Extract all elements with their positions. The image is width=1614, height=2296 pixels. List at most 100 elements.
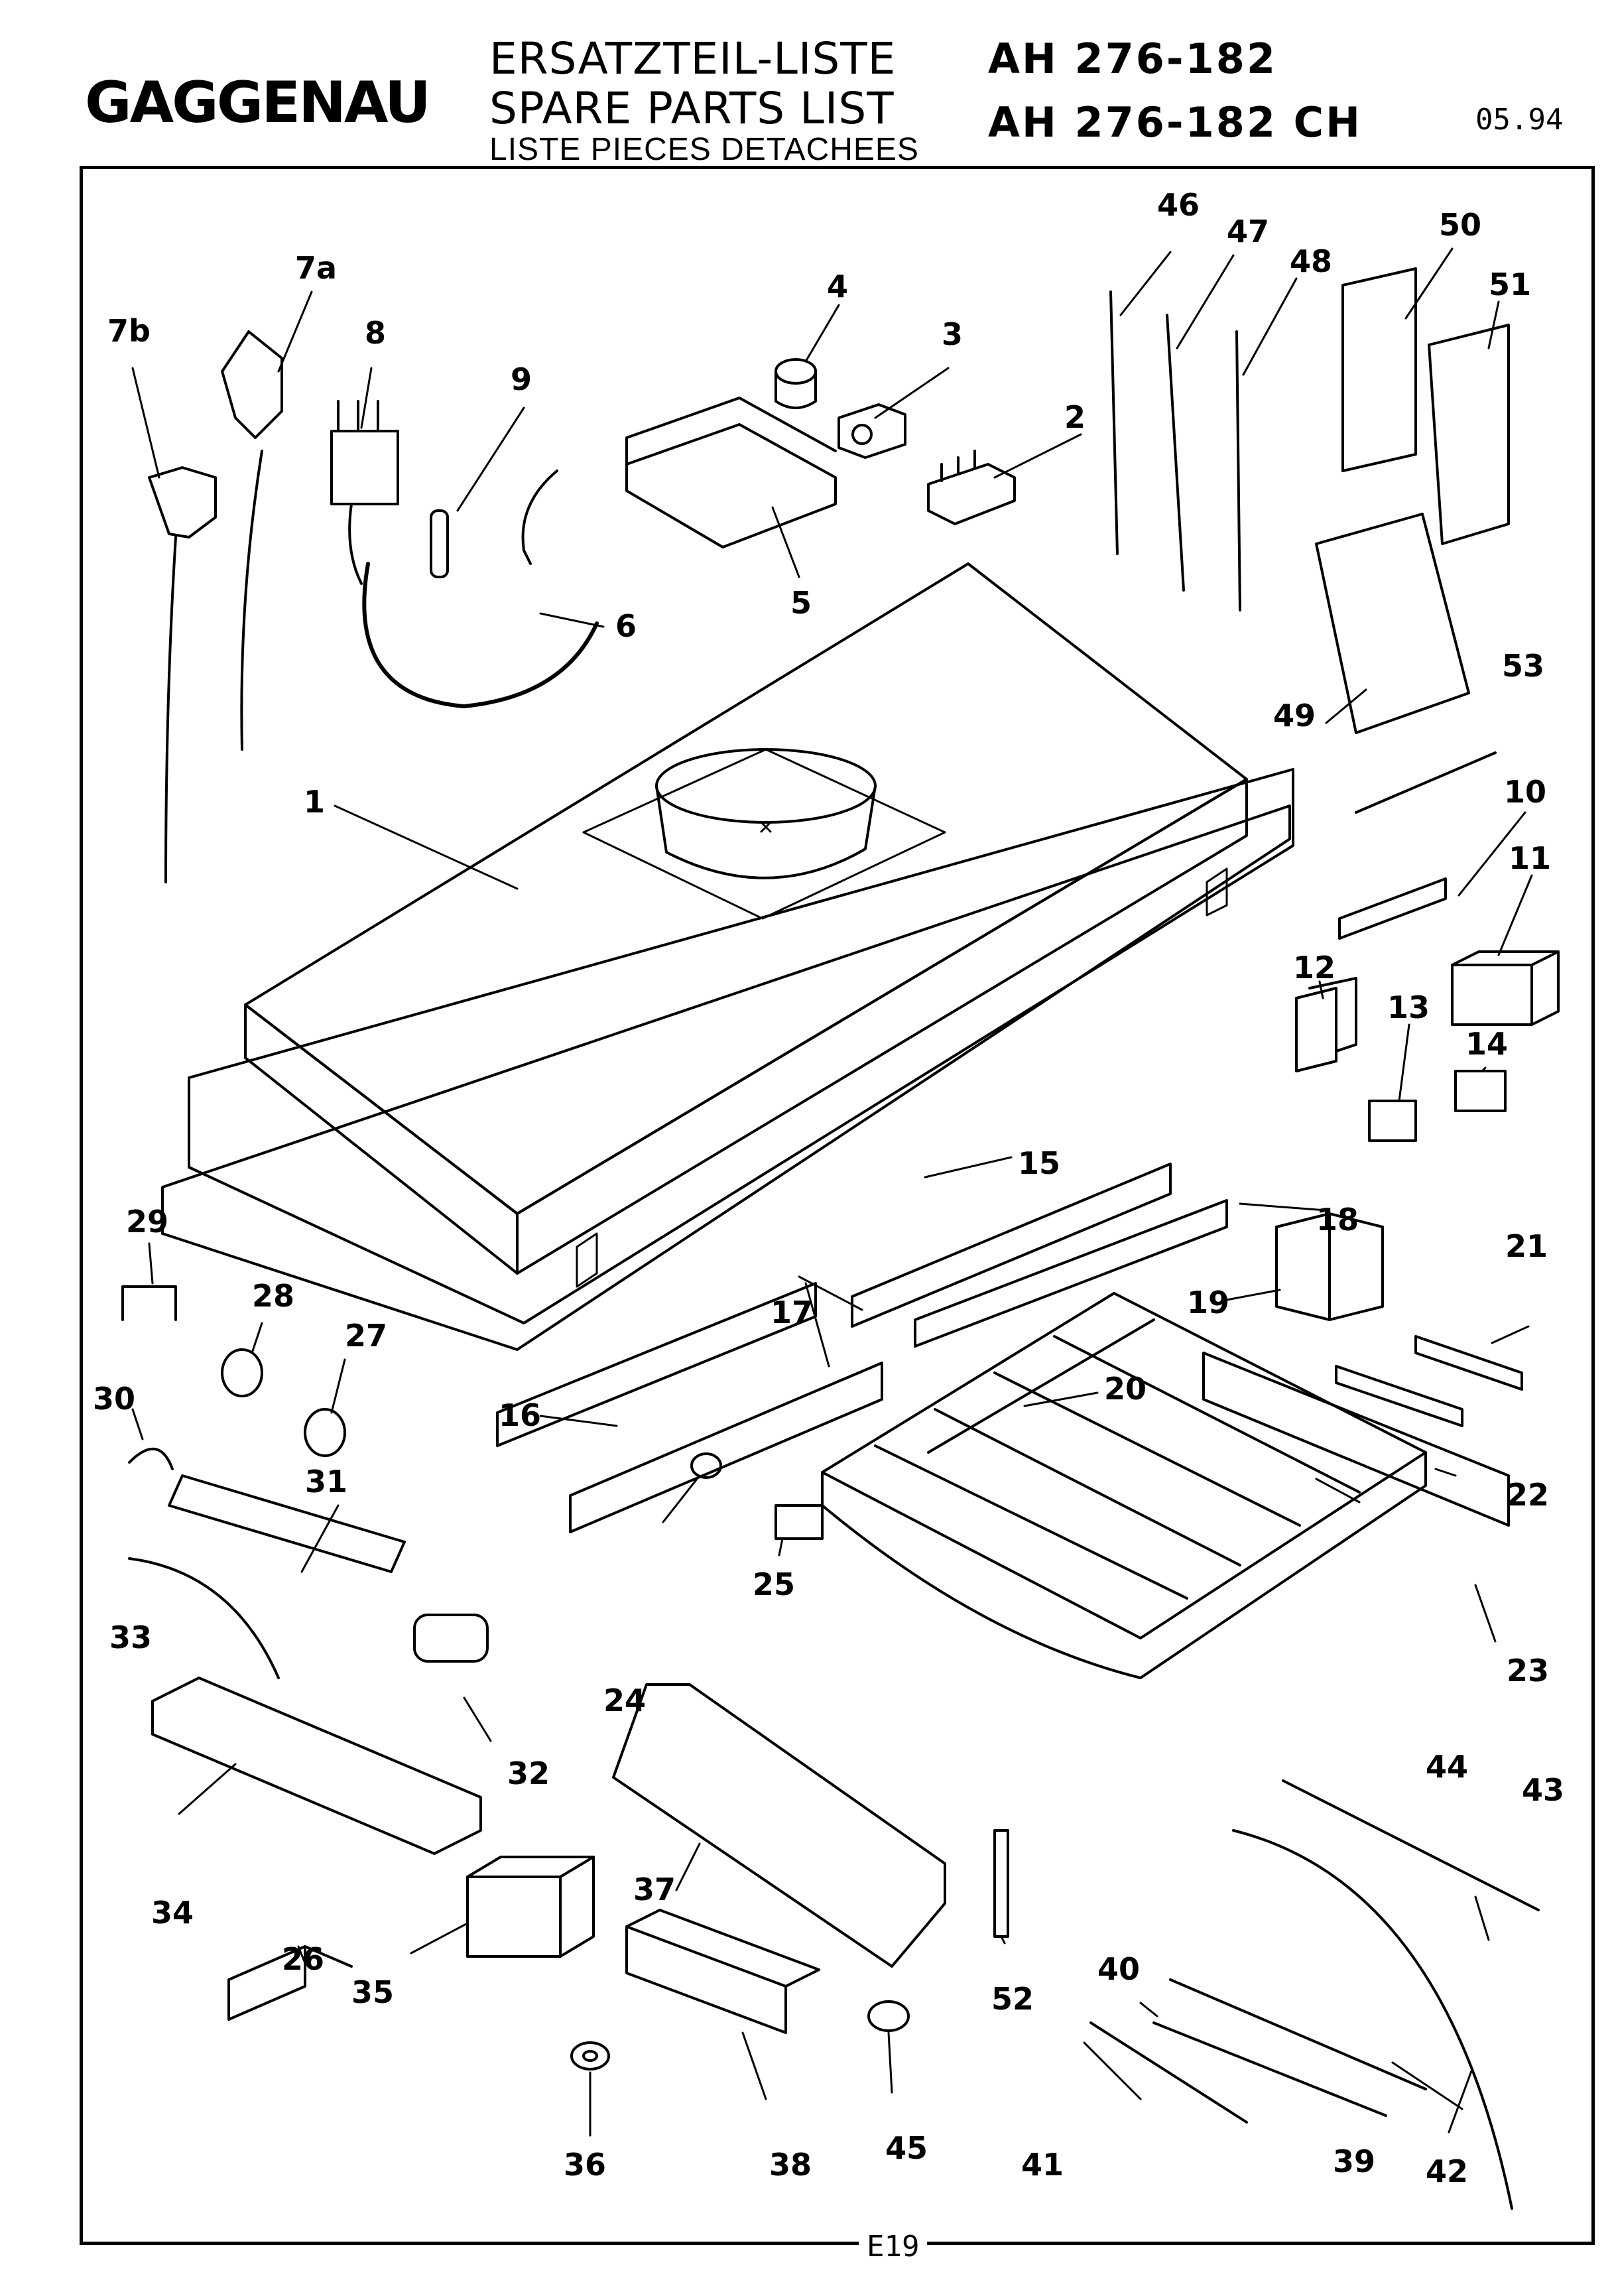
tube-socket-drawing (413, 1614, 489, 1663)
washer-drawing (570, 2041, 610, 2071)
light-tray-drawing (151, 1677, 482, 1855)
spring-clip-drawing (1355, 751, 1497, 814)
junction-box-drawing (625, 397, 837, 548)
label-part-29: 29 (126, 1204, 168, 1240)
label-part-45: 45 (885, 2130, 928, 2166)
cable-set-drawing (1089, 1779, 1540, 2210)
plug-eu-drawing (221, 330, 283, 751)
label-part-36: 36 (564, 2147, 606, 2183)
clip-drawing (121, 1285, 177, 1470)
cable-clamp-drawing (838, 403, 906, 459)
label-part-13: 13 (1387, 989, 1430, 1025)
mounting-plate-drawing (1202, 1352, 1510, 1527)
label-part-7b: 7b (107, 313, 151, 349)
wire-drawing (927, 1318, 1155, 1454)
label-part-31: 31 (305, 1464, 347, 1499)
label-part-6: 6 (615, 608, 637, 644)
label-part-43: 43 (1522, 1772, 1564, 1808)
label-part-23: 23 (1507, 1653, 1549, 1689)
label-part-5: 5 (790, 585, 812, 621)
label-part-35: 35 (351, 1974, 394, 2010)
revision-date: 05.94 (1475, 103, 1564, 137)
label-part-7a: 7a (295, 250, 337, 286)
label-part-26: 26 (282, 1941, 324, 1977)
seal-drawing (128, 1557, 280, 1679)
label-part-48: 48 (1290, 243, 1332, 279)
title-german: ERSATZTEIL-LISTE (489, 33, 897, 84)
label-part-49: 49 (1273, 698, 1316, 733)
holder-drawing (227, 1945, 353, 2021)
bracket-drawing (1338, 877, 1447, 940)
cover-drawing (1295, 977, 1357, 1072)
label-part-27: 27 (345, 1318, 387, 1354)
label-part-21: 21 (1505, 1228, 1548, 1264)
terminal-strip-drawing (1335, 1335, 1523, 1427)
label-part-19: 19 (1187, 1285, 1229, 1320)
lamp-socket-drawing (221, 1348, 346, 1457)
terminal-block-drawing (927, 450, 1016, 525)
frame-rail-drawing (914, 1199, 1228, 1348)
grease-filter-drawing (821, 1292, 1427, 1679)
label-part-25: 25 (753, 1566, 795, 1602)
microswitch-drawing (775, 1504, 824, 1540)
label-part-46: 46 (1157, 187, 1200, 223)
connector-drawing (330, 400, 399, 585)
label-part-34: 34 (151, 1895, 194, 1931)
label-part-12: 12 (1293, 950, 1335, 986)
label-part-44: 44 (1426, 1749, 1468, 1785)
label-part-11: 11 (1509, 840, 1551, 876)
label-part-3: 3 (942, 316, 963, 352)
transformer-drawing (1451, 950, 1560, 1026)
rail-drawing (496, 1282, 883, 1533)
label-part-24: 24 (603, 1683, 646, 1718)
label-part-50: 50 (1439, 207, 1481, 243)
cap-drawing (867, 2000, 910, 2032)
strain-relief-drawing (775, 358, 817, 409)
label-part-16: 16 (499, 1397, 541, 1433)
label-part-41: 41 (1021, 2147, 1064, 2183)
label-part-9: 9 (511, 361, 532, 397)
capacitor-drawing (1275, 1212, 1384, 1321)
sleeve-drawing (430, 509, 449, 578)
part-labels: 1 2 3 4 5 6 7a 7b 8 9 10 11 12 13 14 15 … (93, 187, 1564, 2189)
filter-cover-drawing (612, 1683, 946, 1968)
label-part-53: 53 (1502, 648, 1544, 684)
label-part-10: 10 (1504, 774, 1546, 810)
connection-cable-drawing (362, 470, 599, 708)
label-part-40: 40 (1097, 1951, 1140, 1987)
label-part-4: 4 (827, 269, 848, 304)
label-part-17: 17 (771, 1295, 813, 1330)
label-part-51: 51 (1489, 267, 1531, 302)
label-part-15: 15 (1018, 1145, 1060, 1181)
ballast-drawing (625, 1909, 820, 2034)
panel-holder-drawing (1428, 324, 1510, 545)
box-35-drawing (466, 1856, 595, 1958)
label-part-30: 30 (93, 1381, 135, 1417)
label-part-52: 52 (991, 1981, 1034, 2017)
label-part-14: 14 (1465, 1026, 1508, 1062)
label-part-33: 33 (109, 1620, 152, 1655)
label-part-22: 22 (1507, 1477, 1549, 1513)
label-part-2: 2 (1064, 399, 1086, 435)
hood-housing-drawing (161, 562, 1294, 1351)
fluorescent-tube-drawing (168, 1474, 406, 1573)
circuit-board-drawing (1315, 513, 1470, 734)
strip-drawing (993, 1829, 1009, 1938)
model-number: AH 276-182 (988, 34, 1278, 83)
label-part-8: 8 (365, 315, 386, 351)
label-part-39: 39 (1333, 2143, 1375, 2179)
label-part-18: 18 (1316, 1202, 1359, 1238)
label-part-28: 28 (252, 1278, 294, 1314)
model-number-ch: AH 276-182 CH (988, 98, 1363, 147)
panel-drawing (851, 1163, 1172, 1328)
brand-logo: GAGGENAU (85, 70, 431, 136)
label-part-20: 20 (1104, 1371, 1147, 1407)
label-part-38: 38 (769, 2147, 812, 2183)
control-panel-drawing (1341, 267, 1417, 472)
label-part-37: 37 (633, 1872, 676, 1907)
title-english: SPARE PARTS LIST (489, 83, 895, 134)
title-french: LISTE PIECES DETACHEES (489, 132, 919, 167)
label-part-42: 42 (1426, 2153, 1468, 2189)
switch-drawing (1368, 1070, 1507, 1142)
